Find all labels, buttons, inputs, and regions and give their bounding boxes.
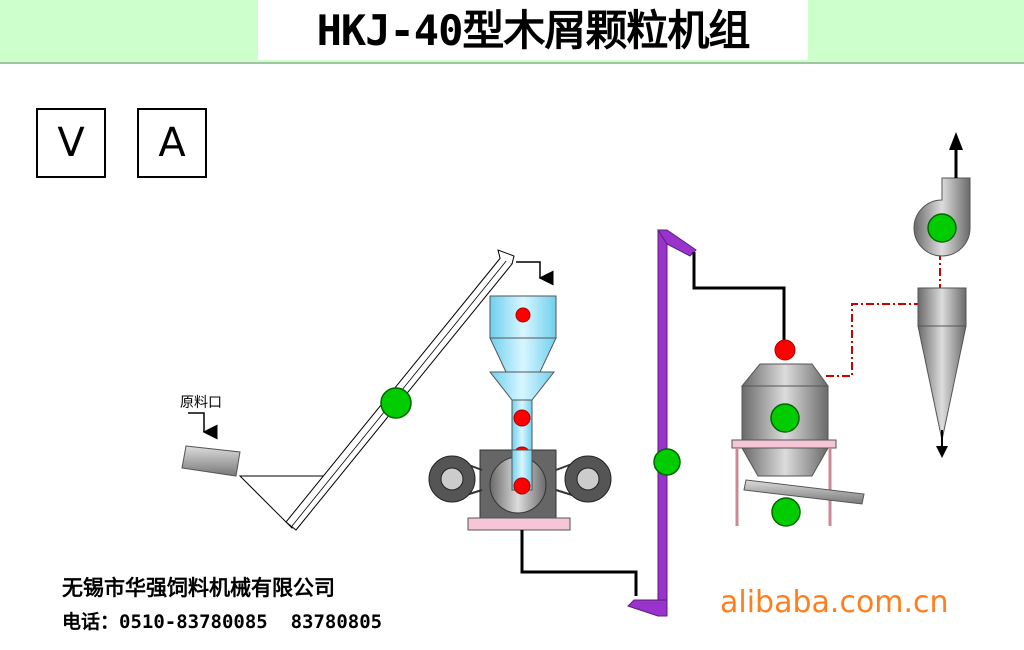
raw-material-label: 原料口	[180, 395, 222, 411]
pellet-mill	[479, 449, 557, 519]
air-duct	[826, 252, 941, 377]
company-name: 无锡市华强饲料机械有限公司	[62, 576, 335, 600]
ammeter: A	[137, 108, 207, 178]
distribution-funnel	[488, 371, 556, 401]
pellet-mill-base	[467, 517, 571, 531]
conveyor-discharge-arrow	[516, 261, 554, 286]
cyclone-separator	[917, 287, 967, 458]
mill-discharge-line	[520, 530, 638, 596]
elevator-motor	[653, 448, 681, 476]
conveyor-motor	[380, 387, 412, 419]
bucket-elevator	[627, 229, 697, 617]
inlet-arrow	[188, 412, 218, 440]
watermark: alibaba.com.cn	[720, 585, 949, 620]
pellet-mill-left-pulley	[428, 455, 483, 503]
phone-numbers: 电话：0510-83780085 83780805	[62, 611, 383, 633]
exhaust-fan	[913, 132, 971, 257]
title-box	[258, 0, 808, 60]
inlet-chute	[181, 445, 241, 477]
pellet-mill-right-pulley	[555, 455, 612, 503]
counterflow-cooler	[731, 339, 837, 526]
elevator-to-cooler-line	[692, 252, 786, 342]
voltmeter: V	[36, 108, 106, 178]
feed-bin	[489, 295, 557, 373]
vibrating-screen	[743, 479, 865, 527]
page-title: HKJ-40型木屑颗粒机组	[316, 6, 751, 55]
